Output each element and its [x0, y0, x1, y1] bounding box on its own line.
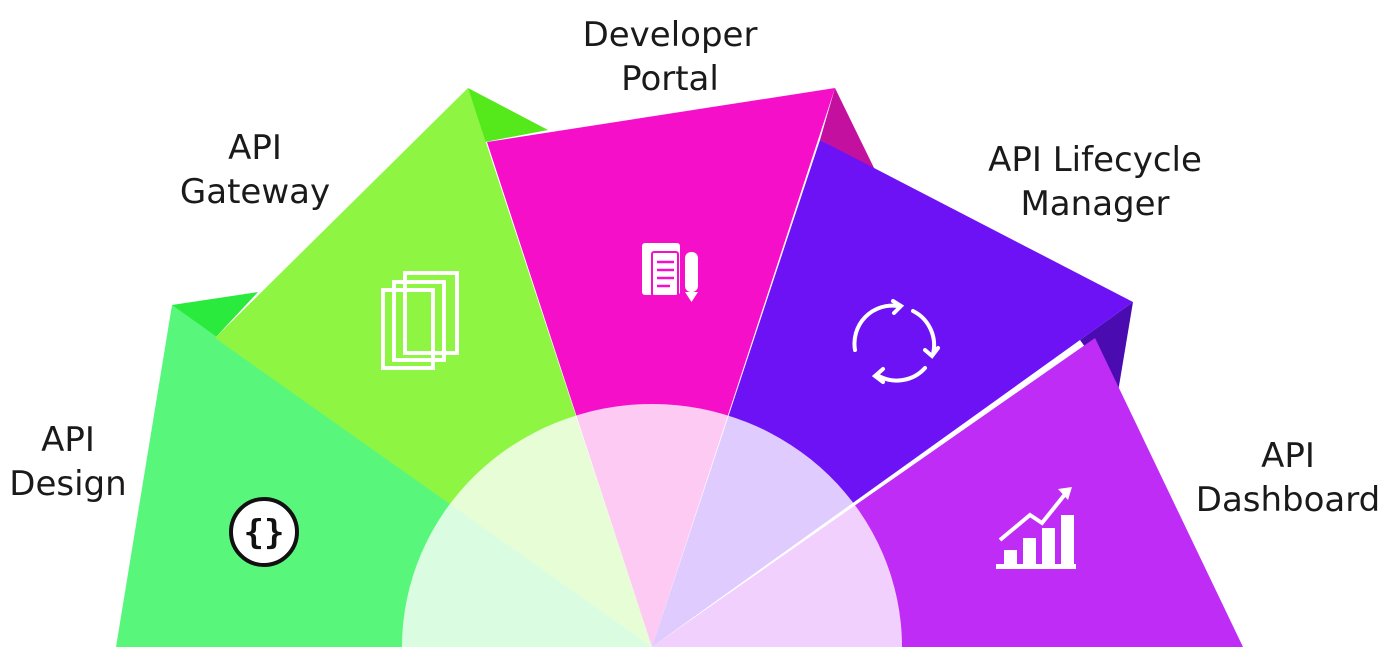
label-line: Portal [621, 59, 719, 99]
label-line: API [228, 128, 282, 168]
fold-api-lifecycle-manager [1080, 302, 1133, 392]
label-api-gateway: API Gateway [170, 126, 340, 214]
label-api-dashboard: API Dashboard [1188, 434, 1388, 522]
fold-api-design [172, 292, 258, 338]
label-line: API [1261, 436, 1315, 476]
document-pen-icon [642, 243, 698, 302]
label-line: Developer [582, 15, 758, 55]
label-line: Dashboard [1195, 480, 1381, 520]
label-api-design: API Design [0, 418, 136, 506]
label-line: API Lifecycle [988, 140, 1202, 180]
label-developer-portal: Developer Portal [560, 13, 780, 101]
label-line: API [41, 420, 95, 460]
panel-developer-portal [487, 88, 835, 647]
stacked-pages-icon [381, 271, 459, 370]
refresh-cycle-icon [852, 299, 940, 384]
svg-text:{}: {} [244, 513, 285, 553]
fold-api-gateway [468, 88, 548, 142]
growth-chart-icon [996, 487, 1076, 569]
label-line: Manager [1020, 184, 1170, 224]
label-line: Gateway [179, 172, 331, 212]
label-line: Design [9, 464, 127, 504]
label-api-lifecycle-manager: API Lifecycle Manager [960, 138, 1230, 226]
code-braces-icon: {} [229, 497, 299, 567]
fold-developer-portal [820, 88, 875, 170]
center-hub [402, 404, 902, 647]
